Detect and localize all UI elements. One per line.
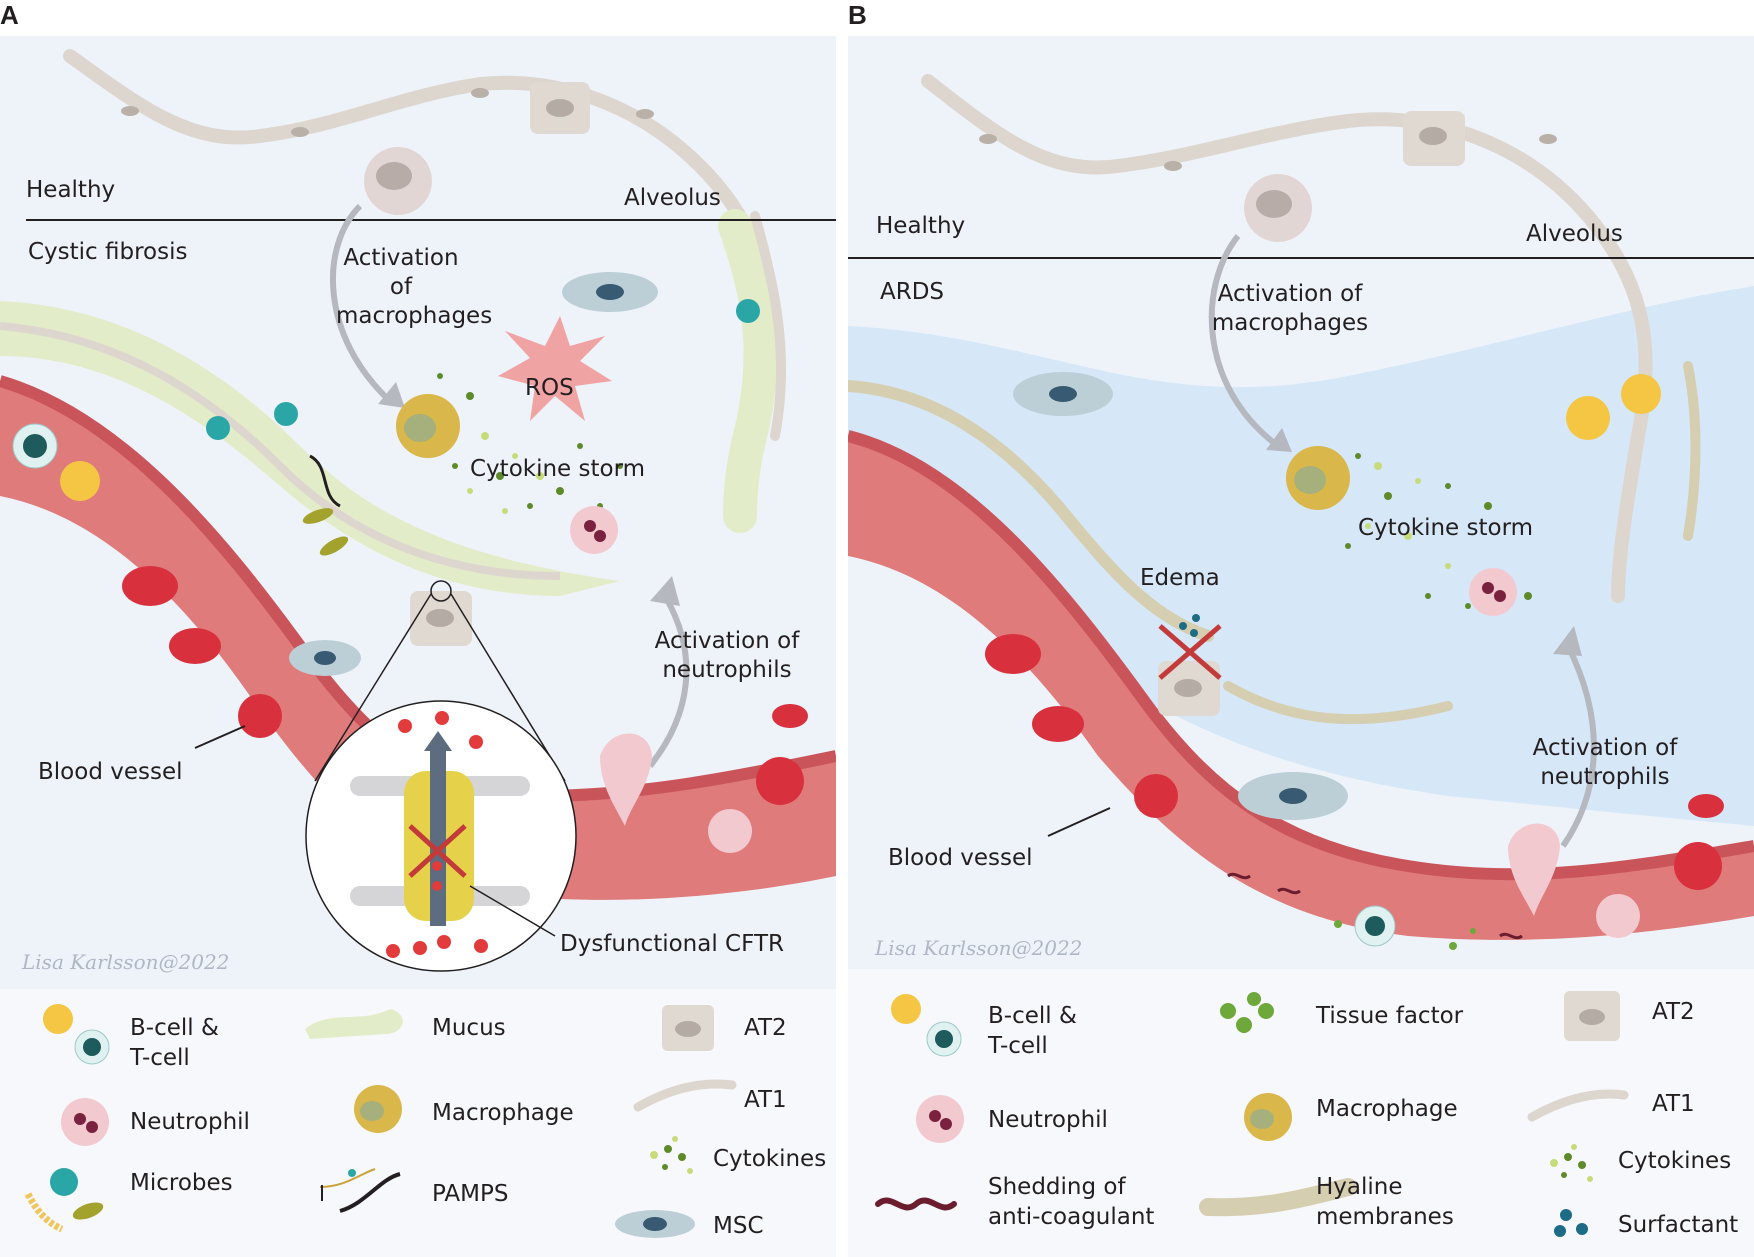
legend-a-macrophage: Macrophage [432, 1100, 574, 1126]
legend-b-macrophage: Macrophage [1316, 1096, 1458, 1122]
label-ros: ROS [525, 375, 574, 401]
label-healthy-b: Healthy [876, 213, 966, 239]
label-healthy-a: Healthy [26, 177, 116, 203]
label-dysfunctional-cftr: Dysfunctional CFTR [560, 931, 784, 957]
label-alveolus-b: Alveolus [1526, 221, 1623, 247]
legend-b-neutrophil: Neutrophil [988, 1107, 1108, 1133]
legend-a-bt-cell: B-cell & T-cell [130, 1015, 219, 1071]
label-activation-macrophages-b: Activation of macrophages [1211, 281, 1369, 336]
signature-b: Lisa Karlsson@2022 [875, 936, 1083, 960]
legend-a-at2: AT2 [744, 1015, 787, 1041]
legend-b-at1: AT1 [1652, 1091, 1695, 1117]
label-activation-neutrophils-b: Activation of neutrophils [1532, 735, 1678, 790]
legend-b-icons [875, 991, 1629, 1237]
label-disease-a: Cystic fibrosis [28, 239, 188, 265]
legend-a-pamps: PAMPS [432, 1181, 509, 1207]
legend-a-icons [24, 1004, 737, 1238]
signature-a: Lisa Karlsson@2022 [22, 950, 230, 974]
legend-a-cytokines: Cytokines [713, 1146, 827, 1172]
legend-a-msc: MSC [713, 1213, 764, 1239]
legend-b-tissue-factor: Tissue factor [1316, 1003, 1464, 1029]
label-cytokine-storm-a: Cytokine storm [470, 456, 646, 482]
panel-letter-b: B [848, 0, 867, 30]
label-activation-macrophages-a: Activation of macrophages [336, 245, 493, 329]
label-cytokine-storm-b: Cytokine storm [1358, 515, 1534, 541]
legend-b-bt-cell: B-cell & T-cell [988, 1003, 1077, 1059]
label-activation-neutrophils-a: Activation of neutrophils [654, 628, 800, 683]
panel-letter-a: A [0, 0, 19, 30]
legend-a-mucus: Mucus [432, 1015, 506, 1041]
legend-a-neutrophil: Neutrophil [130, 1109, 250, 1135]
label-disease-b: ARDS [880, 279, 945, 305]
legend-b-hyaline: Hyaline membranes [1316, 1174, 1454, 1230]
legend-b-cytokines: Cytokines [1618, 1148, 1732, 1174]
label-blood-vessel-b: Blood vessel [888, 845, 1033, 871]
legend-b-shedding: Shedding of anti-coagulant [988, 1174, 1155, 1230]
legend-a-at1: AT1 [744, 1087, 787, 1113]
legend-a-microbes: Microbes [130, 1170, 233, 1196]
label-blood-vessel-a: Blood vessel [38, 759, 183, 785]
label-edema: Edema [1140, 565, 1220, 591]
panel-b-illustration [848, 74, 1754, 950]
panel-a-illustration [0, 49, 836, 972]
label-alveolus-a: Alveolus [624, 185, 721, 211]
legend-b-surfactant: Surfactant [1618, 1212, 1739, 1238]
legend-b-at2: AT2 [1652, 999, 1695, 1025]
